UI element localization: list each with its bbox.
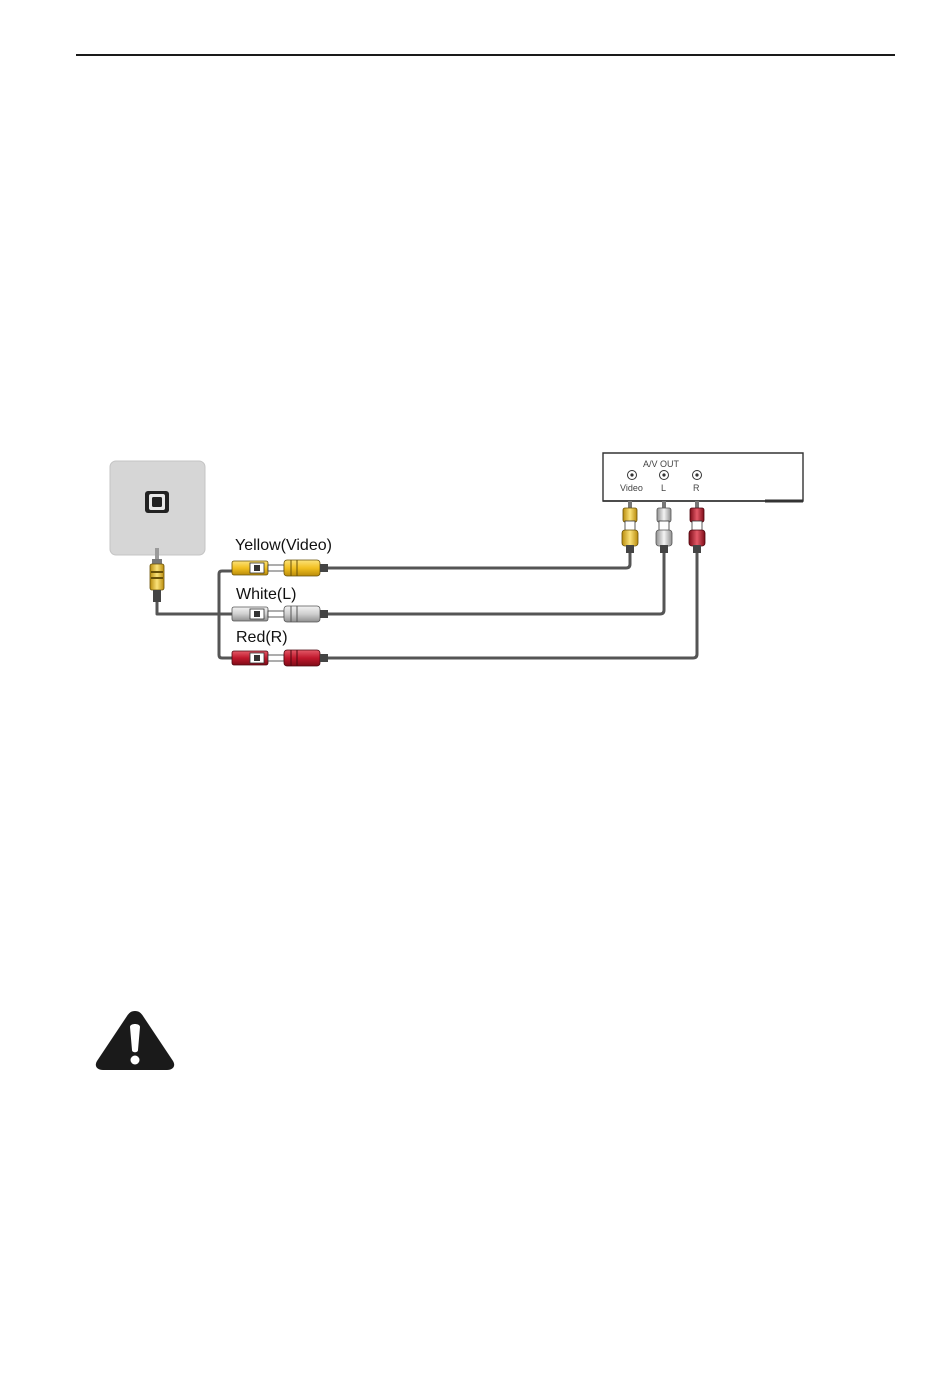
yellow-rca-plug-pair <box>232 560 328 576</box>
left-port-label: L <box>661 484 666 493</box>
source-device-box <box>603 453 803 501</box>
red-right-label: Red(R) <box>236 630 288 646</box>
av-out-label: A/V OUT <box>643 460 679 469</box>
warning-triangle-icon <box>94 1008 176 1072</box>
left-audio-output-port <box>660 471 669 480</box>
yellow-rca-plug-vertical <box>622 501 638 553</box>
yellow-video-label: Yellow(Video) <box>235 538 332 554</box>
video-output-port <box>628 471 637 480</box>
right-port-label: R <box>693 484 700 493</box>
right-audio-output-port <box>693 471 702 480</box>
main-cable-wire <box>157 602 232 614</box>
white-left-label: White(L) <box>236 587 296 603</box>
white-rca-plug-vertical <box>656 501 672 553</box>
video-port-label: Video <box>620 484 643 493</box>
mini-jack-plug <box>150 548 164 602</box>
white-wire <box>326 552 664 614</box>
red-rca-plug-pair <box>232 650 328 666</box>
target-device-panel <box>110 461 205 555</box>
red-rca-plug-vertical <box>689 501 705 553</box>
yellow-wire <box>326 552 630 568</box>
av-input-jack <box>145 491 169 513</box>
white-rca-plug-pair <box>232 606 328 622</box>
